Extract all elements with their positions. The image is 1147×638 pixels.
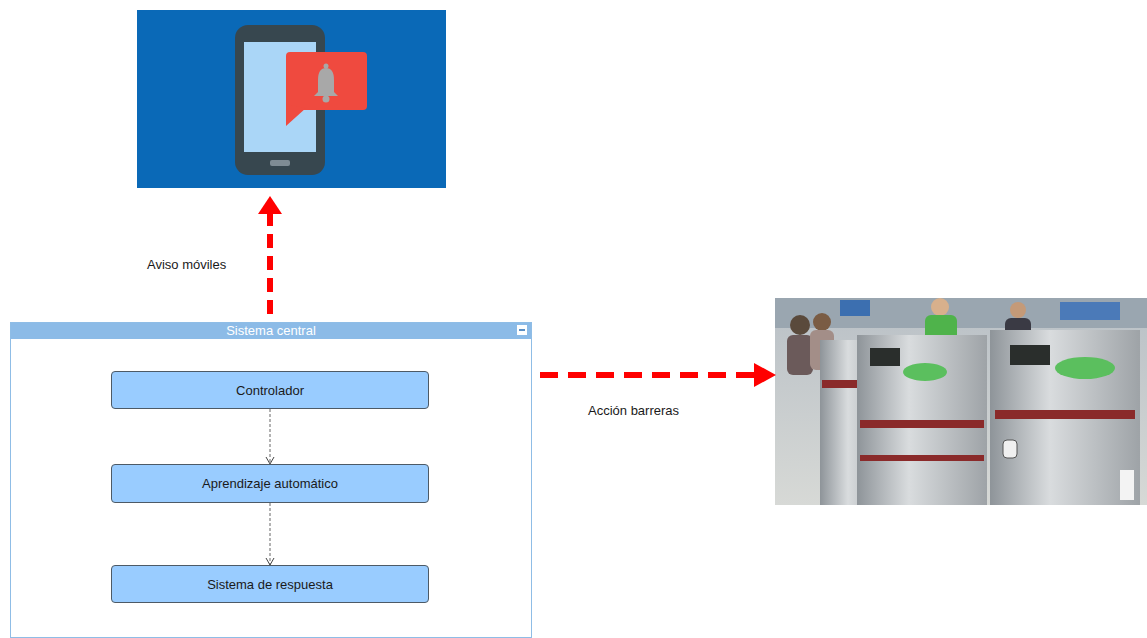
system-panel: Sistema centralControladorAprendizaje au… (10, 322, 532, 638)
flow-connector (266, 503, 274, 565)
flow-connector (266, 409, 274, 464)
process-box: Aprendizaje automático (111, 464, 429, 503)
process-box: Controlador (111, 371, 429, 409)
process-box: Sistema de respuesta (111, 565, 429, 603)
arrow-label: Aviso móviles (145, 257, 228, 272)
collapse-icon (517, 325, 527, 335)
box-label: Sistema de respuesta (207, 577, 333, 592)
arrow-head (754, 363, 776, 387)
box-label: Aprendizaje automático (202, 476, 338, 491)
box-label: Controlador (236, 383, 304, 398)
barrier-arrow (540, 372, 757, 378)
arrow-head (258, 196, 282, 214)
arrow-label: Acción barreras (586, 403, 681, 418)
notify-arrow (267, 212, 273, 314)
panel-header: Sistema central (11, 323, 531, 339)
panel-title: Sistema central (226, 323, 316, 338)
turnstile-photo (775, 298, 1147, 505)
phone-picture (137, 10, 446, 188)
